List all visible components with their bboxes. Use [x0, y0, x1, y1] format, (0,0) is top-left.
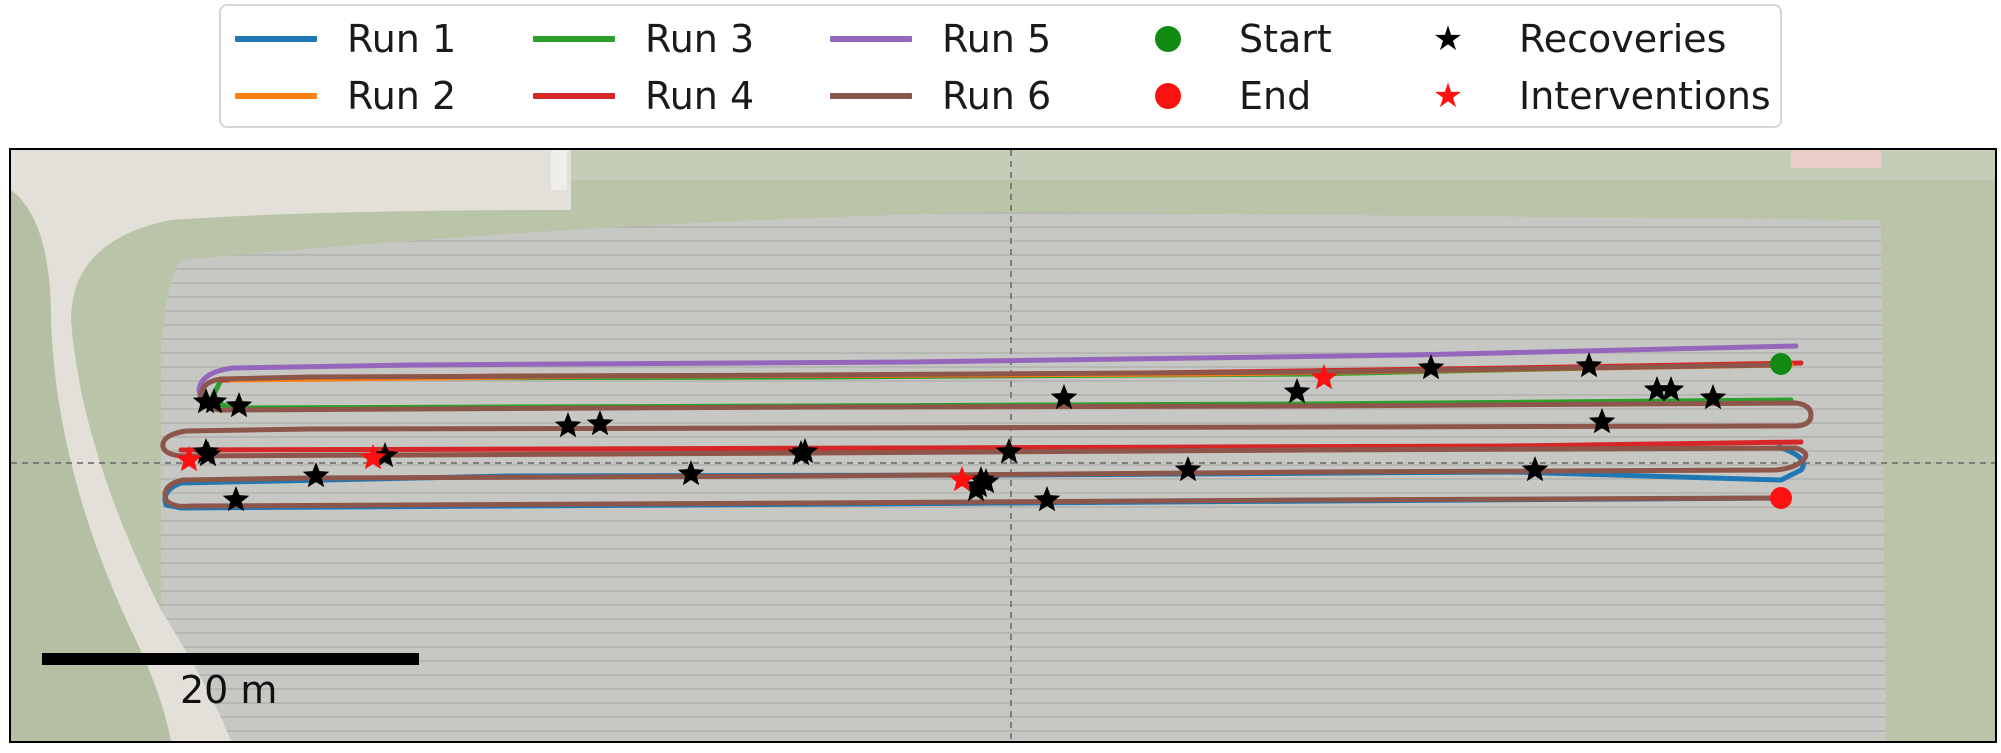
legend-label: Start: [1239, 17, 1332, 61]
run-1-line-swatch: [235, 36, 317, 42]
run-6-line-swatch: [830, 93, 912, 99]
legend-label: Run 5: [942, 17, 1052, 61]
building: [1791, 150, 1881, 168]
intervention-star: [1310, 364, 1338, 390]
recovery-star: [1521, 456, 1549, 482]
recovery-star: [677, 460, 705, 486]
legend-label: Interventions: [1519, 74, 1771, 118]
recovery-star: [1643, 376, 1671, 402]
recovery-star: [586, 410, 614, 436]
legend-item-interventions: ★ Interventions: [1403, 68, 1771, 124]
legend-label: Run 3: [645, 17, 755, 61]
run-2-line-swatch: [235, 93, 317, 99]
recovery-star: [222, 486, 250, 512]
end-marker: [1770, 487, 1792, 509]
legend-label: Run 4: [645, 74, 755, 118]
aerial-map: [9, 148, 1997, 743]
markers: [175, 352, 1792, 512]
start-dot-icon: [1155, 26, 1181, 52]
recovery-star: [554, 412, 582, 438]
legend-item-end: End: [1123, 68, 1311, 124]
grass-verge: [11, 190, 171, 741]
recovery-star: [1699, 384, 1727, 410]
recovery-star: [1174, 456, 1202, 482]
recovery-star: [1417, 354, 1445, 380]
intervention-star: [175, 446, 203, 472]
recovery-star: [1657, 376, 1685, 402]
scale-bar: [42, 653, 419, 665]
legend-label: Recoveries: [1519, 17, 1727, 61]
recovery-star: [1575, 352, 1603, 378]
run-3-line-swatch: [533, 36, 615, 42]
recovery-star: [1050, 384, 1078, 410]
recovery-star: [995, 438, 1023, 464]
end-dot-icon: [1155, 83, 1181, 109]
recovery-star: [791, 438, 819, 464]
building: [551, 150, 567, 190]
road: [11, 150, 571, 741]
legend-label: Run 1: [347, 17, 457, 61]
legend-item-run-5: Run 5: [826, 11, 1051, 67]
intervention-star: [359, 444, 387, 470]
recovery-star: [1588, 408, 1616, 434]
run-4-line-swatch: [533, 93, 615, 99]
legend-item-run-2: Run 2: [231, 68, 456, 124]
black-star-icon: ★: [1432, 19, 1464, 59]
recovery-star: [225, 392, 253, 418]
legend-item-run-6: Run 6: [826, 68, 1051, 124]
scale-bar-label: 20 m: [180, 668, 278, 712]
recovery-star: [962, 476, 990, 502]
red-star-icon: ★: [1432, 76, 1464, 116]
map-canvas: [11, 150, 1995, 741]
run-5-path: [196, 343, 1799, 403]
recovery-star: [1033, 486, 1061, 512]
legend-item-run-3: Run 3: [529, 11, 754, 67]
legend-label: Run 6: [942, 74, 1052, 118]
legend-item-recoveries: ★ Recoveries: [1403, 11, 1727, 67]
legend-label: End: [1239, 74, 1312, 118]
legend: Run 1 Run 2 Run 3 Run 4 Run 5 Run 6 Star…: [219, 4, 1782, 128]
recovery-star: [302, 462, 330, 488]
legend-item-run-1: Run 1: [231, 11, 456, 67]
legend-label: Run 2: [347, 74, 457, 118]
legend-item-start: Start: [1123, 11, 1332, 67]
legend-item-run-4: Run 4: [529, 68, 754, 124]
recovery-star: [967, 466, 995, 492]
start-marker: [1770, 353, 1792, 375]
recovery-star: [200, 388, 228, 414]
run-5-line-swatch: [830, 36, 912, 42]
intervention-star: [948, 466, 976, 492]
recovery-star: [192, 438, 220, 464]
recovery-star: [1283, 378, 1311, 404]
